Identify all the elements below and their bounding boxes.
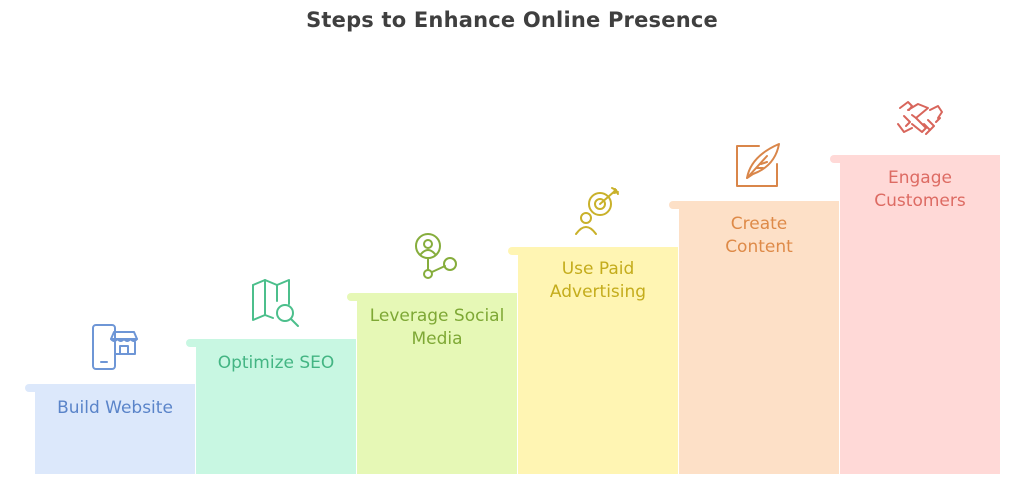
step-optimize-seo: Optimize SEO xyxy=(186,339,356,474)
step-label: Build Website xyxy=(57,398,173,418)
step-label: Create Content xyxy=(725,214,793,257)
map-search-icon xyxy=(250,277,300,327)
step-label: Engage Customers xyxy=(874,168,966,211)
step-leverage-social-media: Leverage Social Media xyxy=(347,293,517,474)
step-build-website: Build Website xyxy=(25,384,195,474)
step-label: Use Paid Advertising xyxy=(549,259,647,302)
step-create-content: Create Content xyxy=(669,201,839,474)
step-label: Leverage Social Media xyxy=(369,306,505,349)
page-title: Steps to Enhance Online Presence xyxy=(306,8,718,32)
step-label: Optimize SEO xyxy=(217,353,335,373)
quill-document-icon xyxy=(733,140,783,190)
social-network-icon xyxy=(411,232,461,282)
mobile-store-icon xyxy=(89,322,139,372)
step-engage-customers: Engage Customers xyxy=(830,155,1000,474)
target-audience-icon xyxy=(572,186,622,236)
handshake-icon xyxy=(894,94,944,144)
step-use-paid-advertising: Use Paid Advertising xyxy=(508,247,678,474)
